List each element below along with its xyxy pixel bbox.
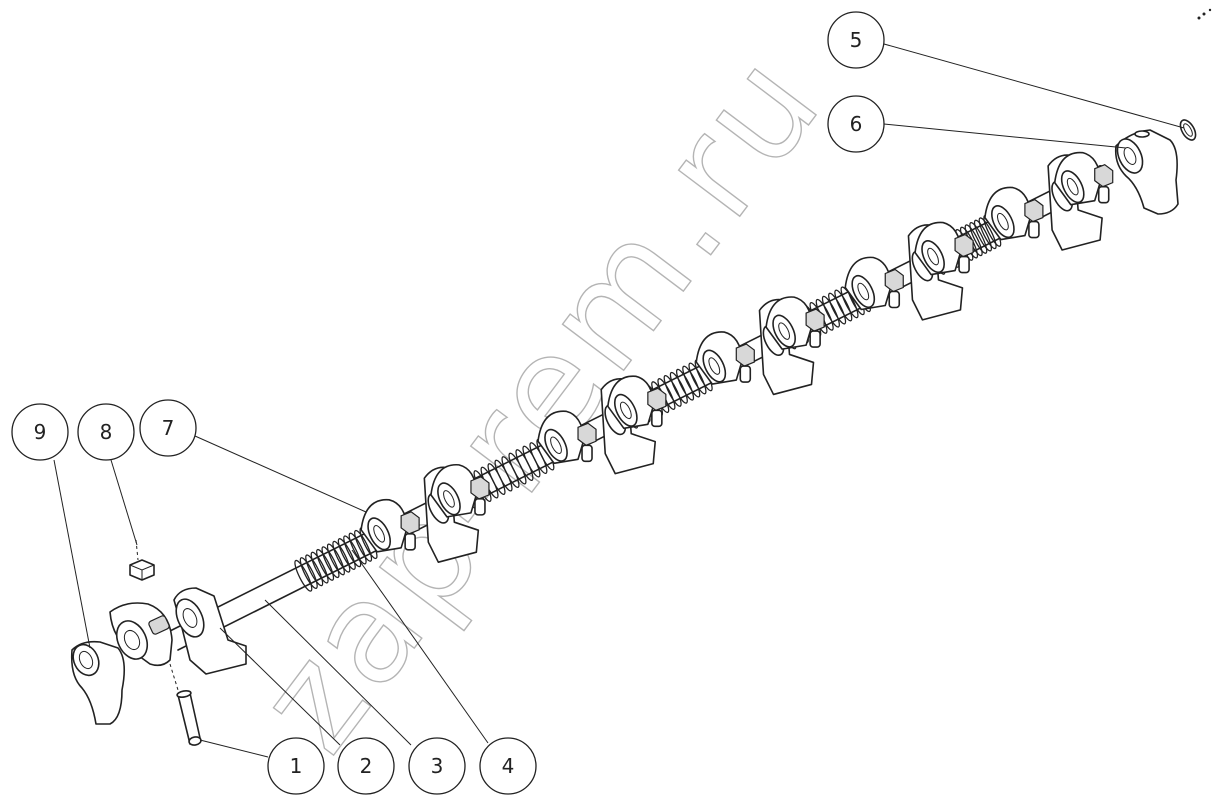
pin [169,663,202,746]
svg-text:2: 2 [360,754,373,778]
callout-8: 8 [77,403,135,461]
callouts: 5 6 9 8 7 1 2 3 [11,11,885,795]
rocker-station [360,464,490,563]
end-bracket-right [1114,129,1179,215]
rocker-station [537,375,667,475]
callout-1: 1 [267,737,325,795]
left-end-parts [70,539,247,746]
svg-text:9: 9 [34,420,47,444]
callout-6: 6 [827,95,885,153]
callout-3: 3 [408,737,466,795]
svg-text:7: 7 [162,416,175,440]
svg-text:6: 6 [850,112,863,136]
svg-text:8: 8 [100,420,113,444]
rocker-station [844,221,974,321]
leader-lines [53,43,1185,758]
nut [129,539,155,581]
rocker-station [984,151,1114,251]
callout-4: 4 [479,737,537,795]
rocker-station [695,296,825,396]
svg-text:3: 3 [431,754,444,778]
svg-text:1: 1 [290,754,303,778]
svg-text:5: 5 [850,28,863,52]
corner-mark [1197,8,1212,20]
callout-2: 2 [337,737,395,795]
svg-text:zap-rem.ru: zap-rem.ru [227,22,855,780]
clip-ring [1179,119,1197,141]
rocker-arms [360,151,1114,563]
end-bracket-left [70,640,126,725]
svg-text:4: 4 [502,754,515,778]
callout-9: 9 [11,403,69,461]
callout-7: 7 [139,399,197,457]
right-end-parts [1114,8,1212,215]
watermark: zap-rem.ru [226,22,855,782]
callout-5: 5 [827,11,885,69]
support-bracket-left [173,587,247,675]
rocker-arm-left [109,602,173,667]
spring [294,527,378,592]
